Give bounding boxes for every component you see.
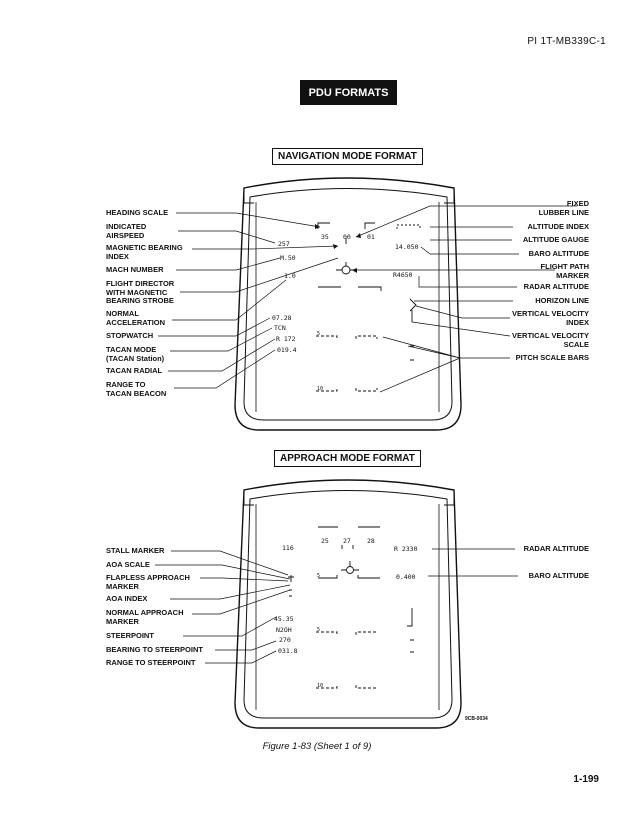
leader-vv-scale (411, 321, 511, 337)
leader-bearing-steer (215, 640, 277, 651)
leader-normal-approach (192, 589, 291, 615)
label-stopwatch: STOPWATCH (106, 331, 154, 340)
figure-code: 9CB-0034 (465, 716, 488, 722)
leader-baro-alt (420, 246, 519, 255)
label-fixed-lubber-line: FIXED LUBBER LINE (538, 199, 589, 217)
nav-mach: M.50 (280, 254, 296, 262)
nav-display-frame (234, 177, 462, 431)
nav-tacan-mode: TCN (274, 324, 286, 332)
label-tacan-mode: TACAN MODE (TACAN Station) (106, 345, 165, 363)
label-approach-baro-altitude: BARO ALTITUDE (528, 571, 589, 580)
label-vertical-velocity-index: VERTICAL VELOCITY INDEX (512, 309, 589, 327)
label-mach-number: MACH NUMBER (106, 265, 164, 274)
label-altitude-index: ALTITUDE INDEX (527, 222, 589, 231)
leader-heading-scale (176, 212, 321, 228)
label-tacan-radial: TACAN RADIAL (106, 366, 163, 375)
app-pitch-label: 5 (317, 627, 321, 633)
page-title: PDU FORMATS (300, 80, 397, 105)
nav-tacan-radial: R 172 (276, 335, 296, 343)
leader-vv-index (415, 305, 510, 319)
leader-tacan-range (174, 349, 276, 389)
label-indicated-airspeed: INDICATED AIRSPEED (106, 222, 147, 240)
app-airspeed: 116 (282, 544, 294, 552)
label-flight-path-marker: FLIGHT PATH MARKER (540, 262, 589, 280)
app-pitch-label: 5 (317, 573, 321, 579)
nav-airspeed: 257 (278, 240, 290, 248)
app-steerpoint: N2OH (276, 626, 292, 634)
label-heading-scale: HEADING SCALE (106, 208, 169, 217)
nav-tacan-range: 019.4 (277, 346, 297, 354)
label-vertical-velocity-scale: VERTICAL VELOCITY SCALE (512, 331, 589, 349)
label-aoa-scale: AOA SCALE (106, 560, 150, 569)
label-stall-marker: STALL MARKER (106, 546, 165, 555)
leader-range-steer (205, 650, 277, 664)
approach-section-title: APPROACH MODE FORMAT (274, 450, 421, 467)
label-magnetic-bearing-index: MAGNETIC BEARING INDEX (106, 243, 183, 261)
leader-accel (172, 279, 287, 321)
figure-caption: Figure 1-83 (Sheet 1 of 9) (262, 741, 372, 752)
app-pitch-label: 10 (317, 683, 324, 689)
leader-flapless (200, 577, 289, 582)
approach-display-frame (234, 479, 462, 729)
nav-radar-alt: R4650 (393, 271, 413, 279)
leader-steerpoint (183, 616, 277, 637)
leader-aoa-index (170, 584, 291, 600)
label-radar-altitude: RADAR ALTITUDE (523, 282, 589, 291)
leader-pitch-bars (379, 336, 510, 393)
label-flapless-approach-marker: FLAPLESS APPROACH MARKER (106, 573, 190, 591)
leader-stall (171, 550, 289, 576)
leader-aoa-scale (155, 564, 291, 580)
label-range-to-steerpoint: RANGE TO STEERPOINT (106, 658, 196, 667)
nav-baro-alt: 14.050 (395, 243, 419, 251)
leader-tacan-mode (170, 327, 273, 352)
leader-stopwatch (158, 317, 271, 337)
app-heading-a: 25 (321, 537, 329, 545)
leader-mach (176, 257, 281, 271)
leader-mag-bearing (192, 245, 339, 250)
nav-heading-a: 35 (321, 233, 329, 241)
label-normal-approach-marker: NORMAL APPROACH MARKER (106, 608, 184, 626)
app-radar-alt: R 2330 (394, 545, 418, 553)
label-flight-director: FLIGHT DIRECTOR WITH MAGNETIC BEARING ST… (106, 279, 175, 305)
label-range-to-tacan: RANGE TO TACAN BEACON (106, 380, 167, 398)
nav-heading-c: 01 (367, 233, 375, 241)
label-steerpoint: STEERPOINT (106, 631, 154, 640)
leader-radar-alt (418, 276, 517, 288)
label-approach-radar-altitude: RADAR ALTITUDE (523, 544, 589, 553)
label-horizon-line: HORIZON LINE (535, 296, 589, 305)
document-id: PI 1T-MB339C-1 (527, 36, 606, 47)
nav-pitch-label: 5 (317, 331, 321, 337)
label-normal-acceleration: NORMAL ACCELERATION (106, 309, 166, 327)
label-aoa-index: AOA INDEX (106, 594, 148, 603)
nav-heading-b: 00 (343, 233, 351, 241)
nav-pitch-label: 10 (317, 386, 324, 392)
app-heading-b: 27 (343, 537, 351, 545)
label-baro-altitude: BARO ALTITUDE (528, 249, 589, 258)
label-pitch-scale-bars: PITCH SCALE BARS (515, 353, 589, 362)
nav-section-title: NAVIGATION MODE FORMAT (272, 148, 423, 165)
page-number: 1-199 (573, 774, 599, 785)
app-range: 031.8 (278, 647, 298, 655)
app-baro-alt: 0.400 (396, 573, 416, 581)
app-bearing: 270 (279, 636, 291, 644)
leader-tacan-radial (168, 338, 276, 372)
leader-fd (180, 257, 339, 293)
app-stopwatch: 45.35 (274, 615, 294, 623)
leader-airspeed (178, 230, 276, 244)
nav-accel: 1.0 (284, 272, 296, 280)
label-altitude-gauge: ALTITUDE GAUGE (522, 235, 589, 244)
label-bearing-to-steerpoint: BEARING TO STEERPOINT (106, 645, 203, 654)
leader-lubber (355, 205, 577, 238)
nav-stopwatch: 07.28 (272, 314, 292, 322)
app-heading-c: 28 (367, 537, 375, 545)
